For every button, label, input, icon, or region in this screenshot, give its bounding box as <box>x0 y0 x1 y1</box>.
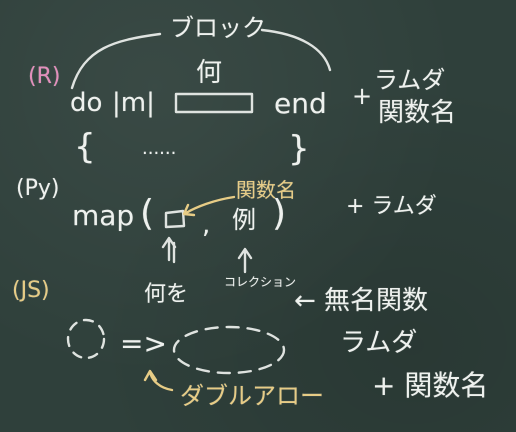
js-body-ellipse <box>172 325 286 375</box>
block-label: ブロック <box>170 14 266 42</box>
py-collection-glyph: 例 <box>232 206 256 234</box>
js-what-label: 何を <box>144 282 189 307</box>
py-paren-open: ( <box>140 193 155 234</box>
placeholder-box <box>174 92 254 114</box>
js-note-anonymous-function: ← 無名関数 <box>294 286 429 316</box>
ruby-placeholder-label: 何 <box>196 58 223 88</box>
function-name-arrow <box>182 195 236 217</box>
js-double-arrow-annotation: ダブルアロー <box>180 382 324 410</box>
double-arrow-pointer <box>143 369 174 392</box>
ruby-brace-open: { <box>74 127 96 167</box>
ruby-brace-dots: ...... <box>142 138 177 159</box>
js-double-arrow: => <box>120 327 167 360</box>
ruby-end-keyword: end <box>274 87 327 120</box>
py-map-call: map <box>72 199 135 232</box>
js-param-circle <box>66 318 106 360</box>
py-placeholder-square <box>164 209 186 229</box>
block-bracket-arc <box>70 32 162 90</box>
py-note-lambda: + ラムダ <box>346 194 437 219</box>
ruby-block-params: |m| <box>112 88 155 118</box>
py-function-name-annotation: 関数名 <box>236 178 296 202</box>
py-paren-close: ) <box>272 193 287 234</box>
py-lang-tag: (Py) <box>16 176 60 201</box>
ruby-lang-tag: (R) <box>28 64 61 89</box>
ruby-note-plus: + <box>352 82 373 110</box>
js-note-lambda: ラムダ <box>340 328 418 358</box>
ruby-brace-close: } <box>288 129 310 169</box>
py-comma: , <box>202 210 211 240</box>
block-bracket-arc-right <box>260 28 332 72</box>
js-lang-tag: (JS) <box>12 278 50 303</box>
collection-arrow <box>237 247 253 274</box>
js-note-function-name: + 関数名 <box>372 369 489 402</box>
ruby-note-function-name: 関数名 <box>378 98 457 128</box>
ruby-note-lambda: ラムダ <box>374 66 446 94</box>
ruby-do-keyword: do <box>70 88 103 118</box>
py-collection-annotation: コレクション <box>224 275 297 289</box>
